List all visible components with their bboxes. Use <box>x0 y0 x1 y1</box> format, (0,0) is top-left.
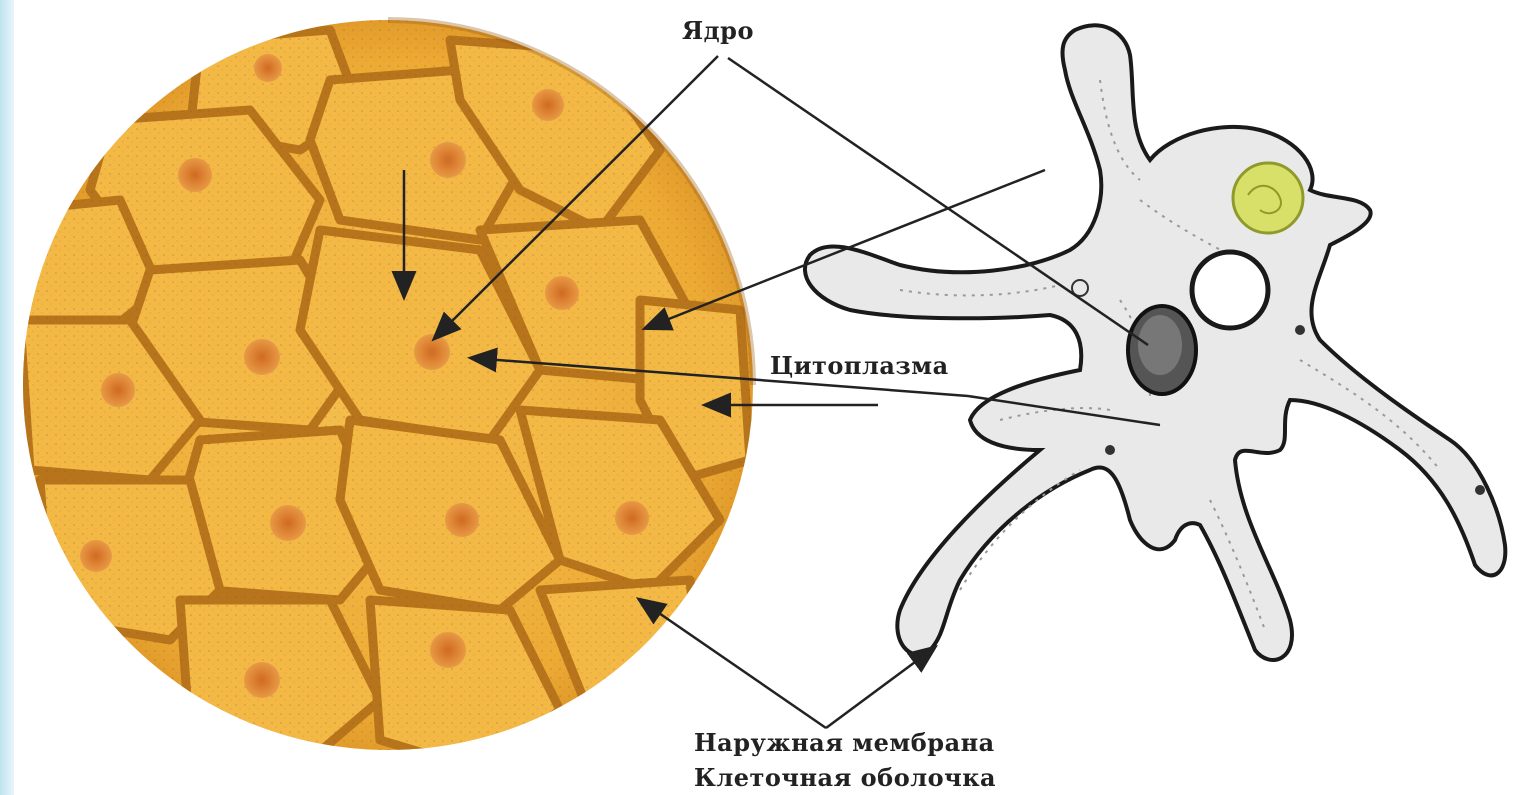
plant-nucleus <box>414 334 450 370</box>
label-cytoplasm: Цитоплазма <box>770 351 949 380</box>
membrane-pointer-amoeba <box>826 648 934 728</box>
label-outer-membrane: Наружная мембрана <box>694 728 995 757</box>
label-cell-wall: Клеточная оболочка <box>694 763 996 792</box>
plant-tissue-micrograph <box>20 20 753 770</box>
plant-nucleus <box>430 142 466 178</box>
plant-nucleus <box>101 373 135 407</box>
plant-nucleus <box>430 632 466 668</box>
label-nucleus: Ядро <box>682 16 754 45</box>
plant-nucleus <box>80 540 112 572</box>
plant-nucleus <box>178 158 212 192</box>
amoeba-drawing <box>805 25 1505 660</box>
food-vacuole <box>1233 163 1303 233</box>
plant-nucleus <box>615 501 649 535</box>
plant-nucleus <box>254 54 282 82</box>
plant-nucleus <box>244 339 280 375</box>
plant-nucleus <box>445 503 479 537</box>
membrane-pointer-plant <box>640 600 826 728</box>
plant-nucleus <box>532 89 564 121</box>
contractile-vacuole <box>1192 252 1268 328</box>
plant-nucleus <box>270 505 306 541</box>
plant-nucleus <box>244 662 280 698</box>
plant-nucleus <box>545 276 579 310</box>
